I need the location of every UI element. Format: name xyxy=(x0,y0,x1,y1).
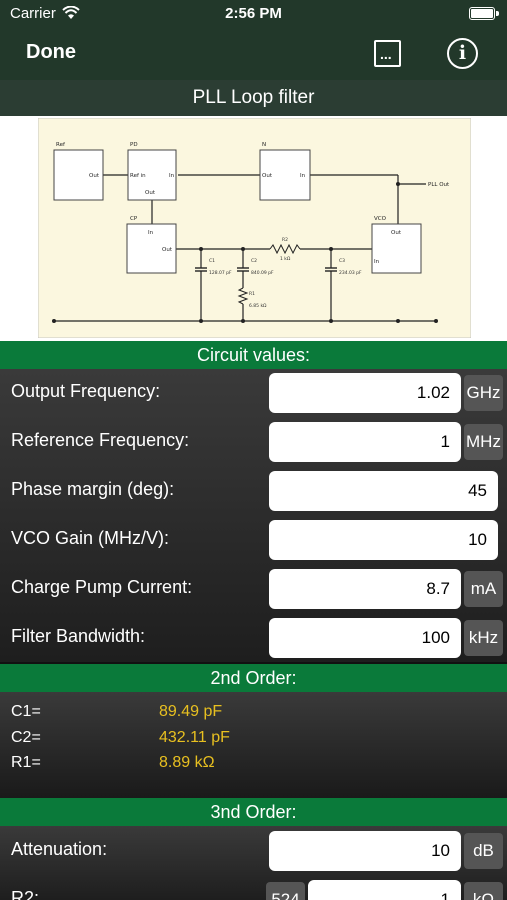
vco-gain-input[interactable]: 10 xyxy=(269,520,498,560)
charge-pump-label: Charge Pump Current: xyxy=(11,577,193,597)
circuit-values-panel: Output Frequency: 1.02 GHz Reference Fre… xyxy=(0,369,507,662)
attenuation-input[interactable]: 10 xyxy=(269,831,461,871)
r1-result-value: 8.89 kΩ xyxy=(159,754,215,771)
c3-name: C3 xyxy=(339,258,345,264)
filter-bandwidth-unit-button[interactable]: kHz xyxy=(464,620,503,656)
output-frequency-unit-button[interactable]: GHz xyxy=(464,375,503,411)
filter-bandwidth-row: Filter Bandwidth: 100 kHz xyxy=(0,614,507,663)
n-label: N xyxy=(262,142,266,148)
reference-frequency-unit-button[interactable]: MHz xyxy=(464,424,503,460)
c2-result-value: 432.11 pF xyxy=(159,729,230,746)
battery-icon xyxy=(469,7,495,20)
pd-in-label: In xyxy=(169,173,175,179)
pd-ref-in-label: Ref in xyxy=(130,173,146,179)
output-frequency-label: Output Frequency: xyxy=(11,381,161,401)
c1-name: C1 xyxy=(209,258,215,264)
c1-value: 128.07 pF xyxy=(209,270,232,276)
vco-out-label: Out xyxy=(391,230,402,236)
output-frequency-row: Output Frequency: 1.02 GHz xyxy=(0,369,507,418)
n-out-label: Out xyxy=(262,173,273,179)
filter-bandwidth-label: Filter Bandwidth: xyxy=(11,626,146,646)
battery-tip xyxy=(496,11,499,16)
pd-out-label: Out xyxy=(145,190,156,196)
attenuation-unit-button[interactable]: dB xyxy=(464,833,503,869)
ref-out-label: Out xyxy=(89,173,100,179)
ellipsis-icon: ... xyxy=(380,46,392,62)
second-order-header: 2nd Order: xyxy=(0,664,507,692)
r2-name: R2 xyxy=(282,237,288,243)
vco-label: VCO xyxy=(374,216,387,222)
pd-label: PD xyxy=(130,142,138,148)
carrier-label: Carrier xyxy=(10,5,56,22)
done-button[interactable]: Done xyxy=(26,41,76,63)
r1-result-label: R1= xyxy=(11,754,41,771)
r1-name: R1 xyxy=(249,291,255,297)
c2-value: 840.09 pF xyxy=(251,270,274,276)
reference-frequency-row: Reference Frequency: 1 MHz xyxy=(0,418,507,467)
phase-margin-label: Phase margin (deg): xyxy=(11,479,175,499)
circuit-diagram-area: Ref Out PD Ref in In Out N Out In CP In … xyxy=(0,116,507,342)
nav-bar: Done ... i xyxy=(0,28,507,80)
filter-bandwidth-input[interactable]: 100 xyxy=(269,618,461,658)
r2-label: R2: xyxy=(11,888,40,900)
c2-name: C2 xyxy=(251,258,257,264)
vco-in-label: In xyxy=(374,259,380,265)
c1-result-label: C1= xyxy=(11,703,41,720)
page-title: PLL Loop filter xyxy=(0,80,507,116)
third-order-panel: Attenuation: 10 dB R2: 524 1 kΩ xyxy=(0,826,507,900)
n-in-label: In xyxy=(300,173,306,179)
reference-frequency-label: Reference Frequency: xyxy=(11,430,190,450)
r2-value: 1 kΩ xyxy=(280,256,291,262)
more-options-button[interactable]: ... xyxy=(374,40,401,67)
charge-pump-row: Charge Pump Current: 8.7 mA xyxy=(0,565,507,614)
c3-value: 234.03 pF xyxy=(339,270,362,276)
attenuation-row: Attenuation: 10 dB xyxy=(0,827,507,876)
charge-pump-input[interactable]: 8.7 xyxy=(269,569,461,609)
second-order-results: C1= 89.49 pF C2= 432.11 pF R1= 8.89 kΩ xyxy=(0,692,507,798)
phase-margin-row: Phase margin (deg): 45 xyxy=(0,467,507,516)
r2-unit-button[interactable]: kΩ xyxy=(464,882,503,900)
c1-result-value: 89.49 pF xyxy=(159,703,223,720)
circuit-values-header: Circuit values: xyxy=(0,341,507,369)
wifi-icon xyxy=(62,6,80,19)
cp-label: CP xyxy=(130,216,138,222)
attenuation-label: Attenuation: xyxy=(11,839,108,859)
output-frequency-input[interactable]: 1.02 xyxy=(269,373,461,413)
cp-in-label: In xyxy=(148,230,154,236)
r2-side-value[interactable]: 524 xyxy=(266,882,305,900)
r1-value: 6.85 kΩ xyxy=(249,303,267,309)
third-order-header: 3nd Order: xyxy=(0,798,507,826)
phase-margin-input[interactable]: 45 xyxy=(269,471,498,511)
r2-input[interactable]: 1 xyxy=(308,880,461,900)
vco-gain-label: VCO Gain (MHz/V): xyxy=(11,528,170,548)
c2-result-label: C2= xyxy=(11,729,41,746)
charge-pump-unit-button[interactable]: mA xyxy=(464,571,503,607)
reference-frequency-input[interactable]: 1 xyxy=(269,422,461,462)
vco-gain-row: VCO Gain (MHz/V): 10 xyxy=(0,516,507,565)
circuit-diagram: Ref Out PD Ref in In Out N Out In CP In … xyxy=(38,118,471,338)
ref-label: Ref xyxy=(56,142,66,148)
info-icon[interactable]: i xyxy=(447,38,478,69)
cp-out-label: Out xyxy=(162,247,173,253)
status-time: 2:56 PM xyxy=(225,5,282,22)
status-bar: Carrier 2:56 PM xyxy=(0,0,507,28)
r2-row: R2: 524 1 kΩ xyxy=(0,876,507,900)
pll-out-label: PLL Out xyxy=(428,182,450,188)
